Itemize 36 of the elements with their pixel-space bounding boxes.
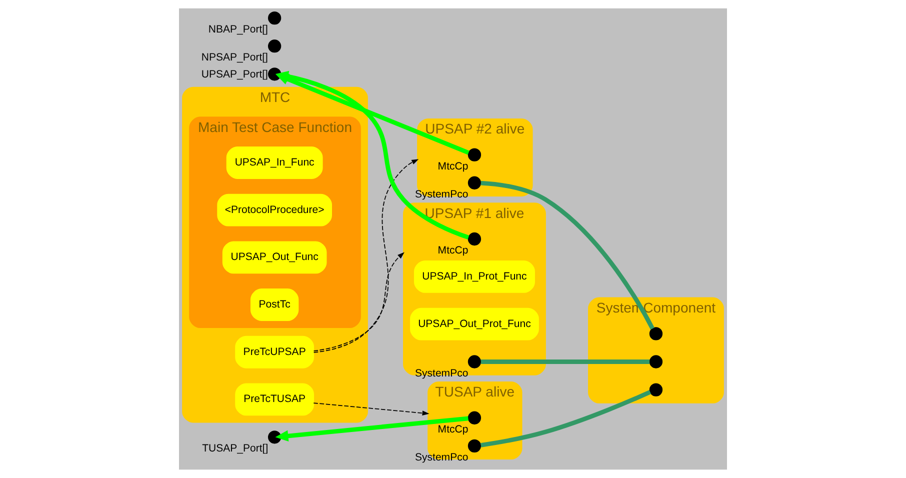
arrow <box>313 252 404 352</box>
node-label: UPSAP_Port[] <box>201 68 268 80</box>
node-circle <box>268 430 282 444</box>
node-circle <box>268 11 282 25</box>
node-box: <ProtocolProcedure> <box>217 194 332 226</box>
arrow <box>313 402 430 416</box>
node-box: UPSAP_In_Prot_Func <box>414 260 535 293</box>
node-box: UPSAP_Out_Func <box>222 241 327 274</box>
node-label: MtcCp <box>438 244 468 257</box>
node-box: PreTcTUSAP <box>235 383 314 416</box>
node-circle <box>649 355 663 368</box>
node-circle <box>468 148 482 162</box>
node-circle <box>468 411 482 424</box>
node-circle <box>468 176 482 190</box>
node-circle <box>268 68 282 81</box>
node-circle <box>468 232 482 246</box>
node-box: UPSAP_Out_Prot_Func <box>410 308 539 340</box>
node-circle <box>468 439 482 452</box>
node-circle <box>649 383 663 396</box>
node-circle <box>268 40 282 53</box>
node-label: NBAP_Port[] <box>208 24 268 36</box>
node-circle <box>468 355 482 368</box>
arrow <box>276 74 470 155</box>
node-label: MtcCp <box>438 160 468 172</box>
connector <box>480 360 650 364</box>
node-circle <box>649 327 663 340</box>
node-label: NPSAP_Port[] <box>201 52 268 64</box>
connector <box>480 390 652 448</box>
node-label: TUSAP_Port[] <box>202 442 268 455</box>
arrow <box>275 416 468 442</box>
node-box: PreTcUPSAP <box>235 336 314 368</box>
connector <box>480 180 654 330</box>
node-box: PostTc <box>250 288 299 321</box>
arrow <box>313 159 419 353</box>
node-label: MtcCp <box>438 423 468 436</box>
node-box: UPSAP_In_Func <box>226 146 323 179</box>
